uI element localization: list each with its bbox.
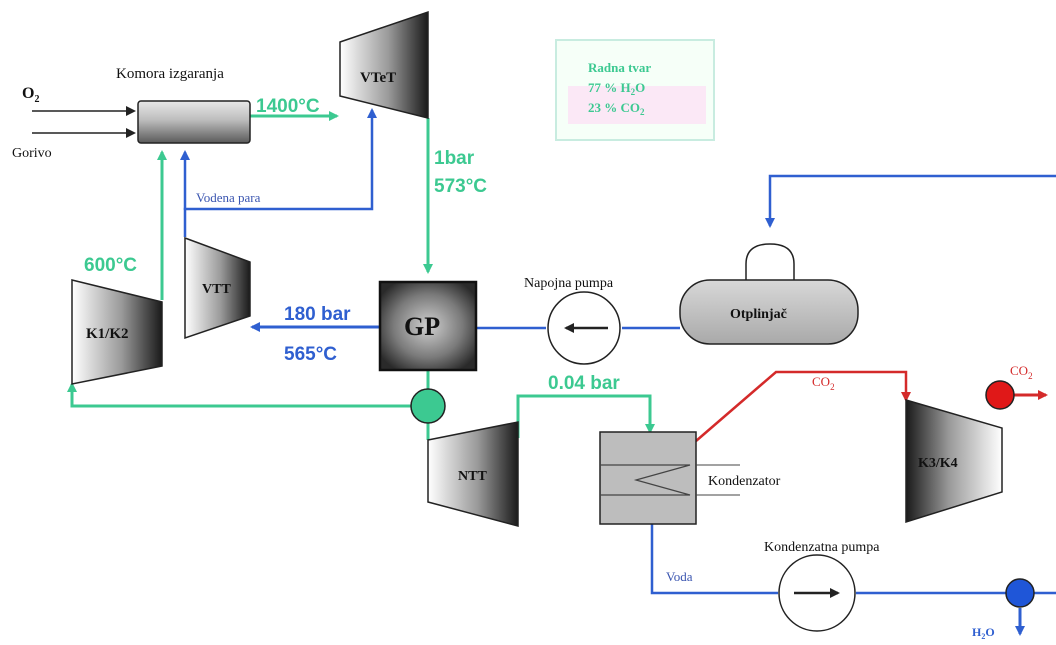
working-fluid-co2: 23 % CO2 — [588, 100, 645, 117]
steam-label: Vodena para — [196, 190, 261, 205]
k3k4-compressor — [905, 399, 1003, 524]
steam-to-vtet-line — [183, 108, 377, 237]
condensate-pump-label: Kondenzatna pumpa — [764, 540, 880, 555]
working-fluid-h2o: 77 % H2O — [588, 80, 645, 97]
vtet-label: VTeT — [360, 70, 396, 86]
temp-1400-label: 1400°C — [256, 96, 320, 117]
co2-outlet-valve — [985, 380, 1015, 410]
condenser-label: Kondenzator — [708, 474, 781, 489]
h2o-out-label: H2O — [972, 625, 995, 641]
feed-pump-label: Napojna pumpa — [524, 276, 614, 291]
temp-565-label: 565°C — [284, 344, 337, 365]
condenser-coil-icon — [600, 464, 691, 496]
co2-line — [695, 370, 911, 442]
pressure-004-label: 0.04 bar — [548, 373, 620, 394]
temp-600-label: 600°C — [84, 255, 137, 276]
working-fluid-title: Radna tvar — [588, 60, 651, 75]
temp-573-label: 573°C — [434, 176, 487, 197]
ntt-label: NTT — [458, 469, 487, 484]
co2-line-label: CO2 — [812, 374, 835, 392]
co2-out-label: CO2 — [1010, 363, 1033, 381]
working-fluid-highlight — [568, 86, 706, 124]
ntt-turbine — [427, 421, 519, 527]
o2-label: O2 — [22, 85, 39, 105]
condenser-box — [599, 431, 697, 525]
h2o-outlet-valve — [1005, 578, 1035, 608]
condenser-to-pump-line — [650, 524, 778, 595]
gp-heat-exchanger — [378, 280, 478, 372]
combustion-chamber — [137, 100, 251, 144]
water-label: Voda — [666, 569, 693, 584]
gp-label: GP — [404, 312, 440, 341]
splitter-to-k1k2-line — [67, 382, 412, 408]
splitter-valve — [410, 388, 446, 424]
deaerator-dome — [745, 243, 795, 280]
k1k2-compressor — [71, 279, 163, 385]
k1k2-label: K1/K2 — [86, 326, 129, 342]
vtt-label: VTT — [202, 282, 231, 297]
k3k4-label: K3/K4 — [918, 456, 958, 471]
fuel-label: Gorivo — [12, 146, 52, 161]
vtt-turbine — [184, 236, 251, 340]
deaerator-label: Otplinjač — [730, 307, 787, 322]
deaerator-tank — [679, 279, 859, 345]
pressure-180-label: 180 bar — [284, 304, 351, 325]
return-to-deaerator-line — [765, 174, 1056, 228]
vtet-turbine — [339, 10, 429, 119]
pressure-1bar-label: 1bar — [434, 148, 475, 169]
chamber-label: Komora izgaranja — [116, 66, 224, 82]
ntt-to-condenser-line — [516, 394, 655, 438]
